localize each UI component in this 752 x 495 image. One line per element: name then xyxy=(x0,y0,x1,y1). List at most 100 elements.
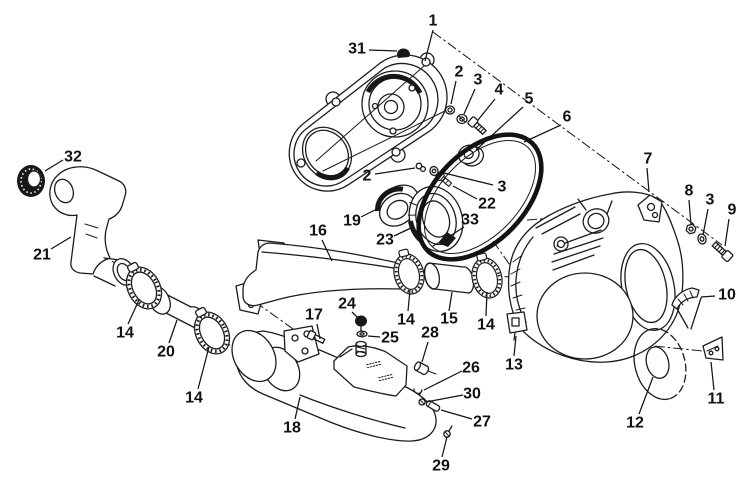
callout-leader-line xyxy=(463,88,476,115)
part-number: 33 xyxy=(461,212,479,229)
callout-14: 14 xyxy=(185,346,210,407)
angle-bracket xyxy=(702,336,724,361)
callout-leader-line xyxy=(452,185,478,200)
part-number: 24 xyxy=(338,296,356,313)
callout-leader-line xyxy=(423,370,463,391)
callout-leader-line xyxy=(485,291,488,317)
part-number: 14 xyxy=(185,390,203,407)
part-number: 25 xyxy=(381,330,399,347)
duct-arm xyxy=(235,239,409,315)
part-number: 26 xyxy=(462,360,480,377)
callout-20: 20 xyxy=(157,319,178,361)
callout-3: 3 xyxy=(463,72,483,115)
callout-15: 15 xyxy=(440,291,458,328)
part-number: 27 xyxy=(473,414,491,431)
callout-24: 24 xyxy=(338,296,359,319)
part-number: 8 xyxy=(685,183,694,200)
nut xyxy=(685,223,697,235)
part-number: 11 xyxy=(708,391,725,408)
clip xyxy=(415,162,423,170)
guard-fasteners xyxy=(413,361,453,438)
callout-leader-line xyxy=(448,291,453,312)
part-number: 31 xyxy=(348,41,366,58)
hose-clamp xyxy=(125,261,163,310)
callout-leader-line xyxy=(638,376,654,415)
part-number: 12 xyxy=(626,415,644,432)
part-number: 3 xyxy=(474,72,483,89)
callout-leader-line xyxy=(724,218,730,247)
callout-2: 2 xyxy=(450,64,464,105)
hose-clamp xyxy=(393,248,425,295)
callout-19: 19 xyxy=(343,206,382,230)
drive-belt xyxy=(416,132,544,262)
callout-14: 14 xyxy=(116,299,140,342)
bushing xyxy=(413,361,430,376)
mount-plate xyxy=(283,325,326,363)
callout-leader-line xyxy=(425,394,464,403)
callout-leader-line xyxy=(450,80,457,105)
callout-leader-line xyxy=(710,361,715,391)
cover-snorkel xyxy=(577,198,613,234)
callout-leader-line xyxy=(688,199,692,226)
callout-leader-line xyxy=(439,171,494,186)
cover-boss-shadow xyxy=(365,73,423,95)
callout-6: 6 xyxy=(523,109,572,143)
callout-23: 23 xyxy=(376,226,414,249)
grommet-seal xyxy=(17,165,45,197)
callout-12: 12 xyxy=(626,376,654,432)
callout-leader-line xyxy=(50,236,72,250)
callout-leader-line xyxy=(700,295,716,298)
part-number: 30 xyxy=(463,386,481,403)
clip xyxy=(413,388,423,395)
callout-26: 26 xyxy=(423,360,480,391)
part-number: 23 xyxy=(376,232,394,249)
callout-30: 30 xyxy=(425,386,481,403)
bolt xyxy=(467,116,487,135)
part-number: 20 xyxy=(157,344,175,361)
callout-leader-line xyxy=(646,167,650,193)
warning-shield xyxy=(333,315,408,397)
callout-10: 10 xyxy=(700,287,736,304)
label-marks xyxy=(366,360,382,369)
callout-31: 31 xyxy=(348,41,398,58)
part-number: 2 xyxy=(363,168,372,185)
part-number: 19 xyxy=(343,213,361,230)
callout-28: 28 xyxy=(421,325,439,363)
callout-4: 4 xyxy=(477,82,504,121)
part-number: 14 xyxy=(397,312,415,329)
part-number: 6 xyxy=(563,109,572,126)
callout-leader-line xyxy=(197,346,210,390)
outer-clutch-cover xyxy=(506,191,684,363)
callout-leader-line xyxy=(321,239,333,262)
cover-front-bulge xyxy=(536,272,634,360)
callout-leader-line xyxy=(513,335,517,357)
part-number: 7 xyxy=(644,151,653,168)
washer xyxy=(429,165,439,177)
hose-clamp xyxy=(193,306,231,355)
callout-21: 21 xyxy=(33,236,72,264)
callout-22: 22 xyxy=(452,185,496,213)
bolt xyxy=(306,330,326,344)
callout-leader-line xyxy=(407,289,411,312)
callout-18: 18 xyxy=(283,396,301,437)
part-number: 32 xyxy=(64,149,82,166)
callout-8: 8 xyxy=(685,183,694,226)
part-number: 18 xyxy=(283,420,301,437)
callout-leader-line xyxy=(393,226,414,237)
callout-leader-line xyxy=(475,106,524,151)
belt-guard xyxy=(231,329,437,442)
part-number: 1 xyxy=(429,13,438,30)
lip-hatch xyxy=(510,255,526,311)
callout-leader-line xyxy=(127,299,140,325)
callout-3: 3 xyxy=(702,192,715,236)
part-number: 2 xyxy=(455,64,464,81)
part-number: 28 xyxy=(421,325,439,342)
callout-leader-line xyxy=(449,226,465,237)
cover-boss xyxy=(553,236,569,252)
callout-33: 33 xyxy=(449,212,479,237)
callout-leader-line xyxy=(360,206,382,218)
callout-2: 2 xyxy=(363,167,416,185)
part-number: 3 xyxy=(498,179,507,196)
part-number: 5 xyxy=(525,91,534,108)
